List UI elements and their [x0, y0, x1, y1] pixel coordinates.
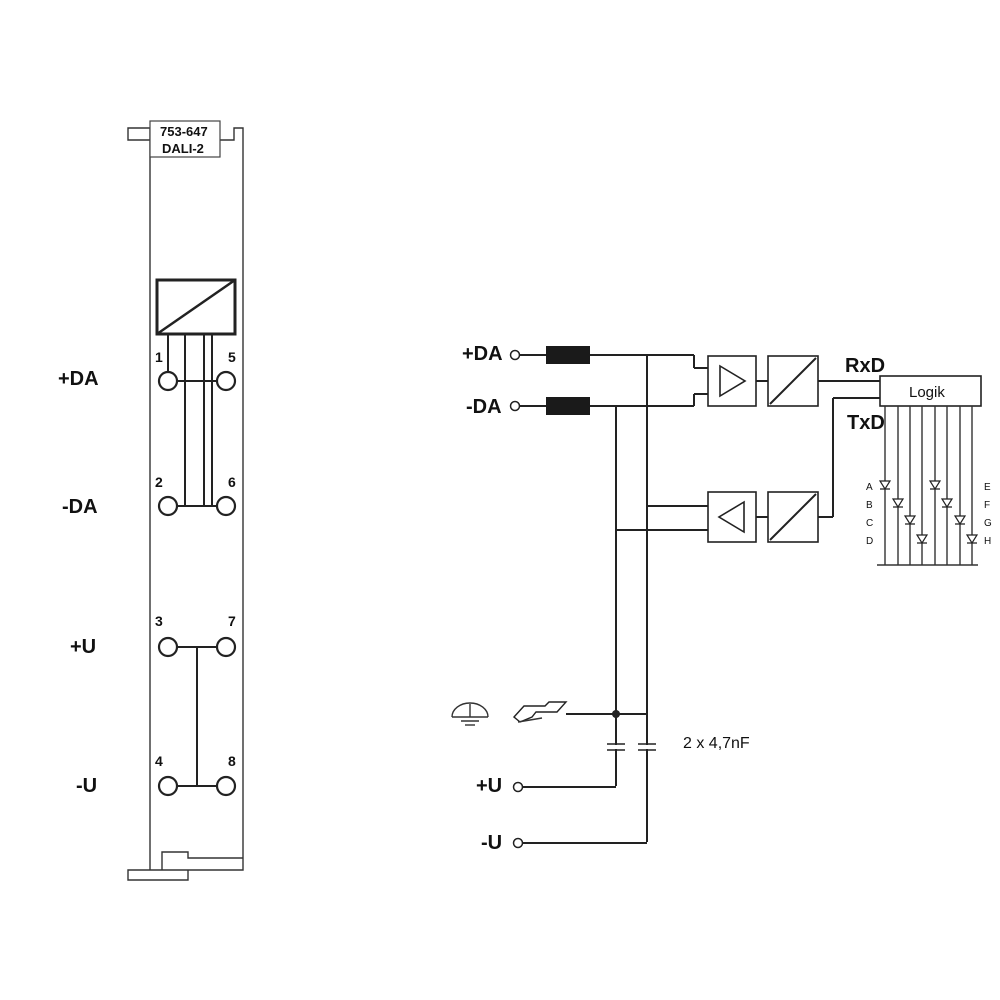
led-label-h: H — [984, 536, 991, 547]
terminal-number-2: 2 — [155, 474, 163, 490]
terminal-number-4: 4 — [155, 753, 163, 769]
capacitor-plus-u — [607, 743, 625, 751]
terminal-3 — [157, 636, 179, 658]
led-indicators — [878, 480, 979, 545]
module-internal-wiring — [167, 334, 226, 787]
terminal-number-1: 1 — [155, 349, 163, 365]
terminal-row-da-minus: 2 6 -DA — [62, 474, 237, 518]
logic-block — [879, 375, 982, 407]
module-label-da-plus: +DA — [58, 368, 99, 390]
circuit-label-u-plus: +U — [476, 775, 502, 797]
terminal-5 — [215, 370, 237, 392]
led-a-icon — [878, 480, 892, 491]
ground-junction — [612, 710, 620, 718]
terminal-1 — [157, 370, 179, 392]
led-e-icon — [928, 480, 942, 491]
led-label-e: E — [984, 482, 991, 493]
txd-label: TxD — [847, 412, 885, 434]
terminal-7 — [215, 636, 237, 658]
led-bus — [877, 406, 978, 566]
circuit-schematic: +DA -DA RxD — [451, 343, 992, 854]
circuit-terminal-da-plus — [509, 349, 521, 361]
circuit-terminal-u-plus — [512, 781, 524, 793]
terminal-number-6: 6 — [228, 474, 236, 490]
module-type-name: DALI-2 — [162, 141, 204, 156]
terminal-6 — [215, 495, 237, 517]
led-d-icon — [915, 534, 929, 545]
din-rail-icon — [512, 701, 568, 723]
terminal-4 — [157, 775, 179, 797]
module-label-u-minus: -U — [76, 775, 97, 797]
led-label-a: A — [866, 482, 873, 493]
circuit-label-da-plus: +DA — [462, 343, 503, 365]
circuit-terminal-da-minus — [509, 400, 521, 412]
led-label-d: D — [866, 536, 873, 547]
module-label-u-plus: +U — [70, 636, 96, 658]
capacitor-label: 2 x 4,7nF — [683, 735, 750, 752]
led-f-icon — [940, 498, 954, 509]
circuit-label-da-minus: -DA — [466, 396, 502, 418]
terminal-row-u-minus: 4 8 -U — [76, 753, 237, 797]
led-b-icon — [891, 498, 905, 509]
choke-da-plus — [546, 346, 590, 364]
ground-icon — [451, 702, 489, 726]
terminal-number-8: 8 — [228, 753, 236, 769]
led-label-g: G — [984, 518, 992, 529]
circuit-label-u-minus: -U — [481, 832, 502, 854]
txd-amplifier-symbol — [717, 500, 745, 534]
module-view: 753-647 DALI-2 1 5 +DA 2 — [58, 120, 244, 881]
module-housing — [127, 127, 244, 881]
circuit-terminal-u-minus — [512, 837, 524, 849]
terminal-2 — [157, 495, 179, 517]
led-labels: A B C D E F G H — [866, 482, 992, 547]
rxd-amplifier-symbol — [719, 364, 747, 398]
led-label-b: B — [866, 500, 873, 511]
logic-label: Logik — [909, 384, 945, 401]
terminal-row-da-plus: 1 5 +DA — [58, 349, 237, 392]
terminal-number-3: 3 — [155, 613, 163, 629]
terminal-8 — [215, 775, 237, 797]
led-h-icon — [965, 534, 979, 545]
capacitor-minus-u — [638, 743, 656, 751]
led-g-icon — [953, 515, 967, 526]
module-label-da-minus: -DA — [62, 496, 98, 518]
choke-da-minus — [546, 397, 590, 415]
module-converter-diagonal — [156, 278, 236, 336]
module-label-box — [149, 120, 221, 158]
led-label-c: C — [866, 518, 873, 529]
rxd-isolator-diagonal — [769, 357, 817, 405]
led-c-icon — [903, 515, 917, 526]
led-label-f: F — [984, 500, 990, 511]
rxd-label: RxD — [845, 355, 885, 377]
terminal-number-7: 7 — [228, 613, 236, 629]
terminal-row-u-plus: 3 7 +U — [70, 613, 237, 658]
terminal-number-5: 5 — [228, 349, 236, 365]
module-part-number: 753-647 — [160, 124, 208, 139]
txd-isolator-diagonal — [769, 493, 817, 541]
